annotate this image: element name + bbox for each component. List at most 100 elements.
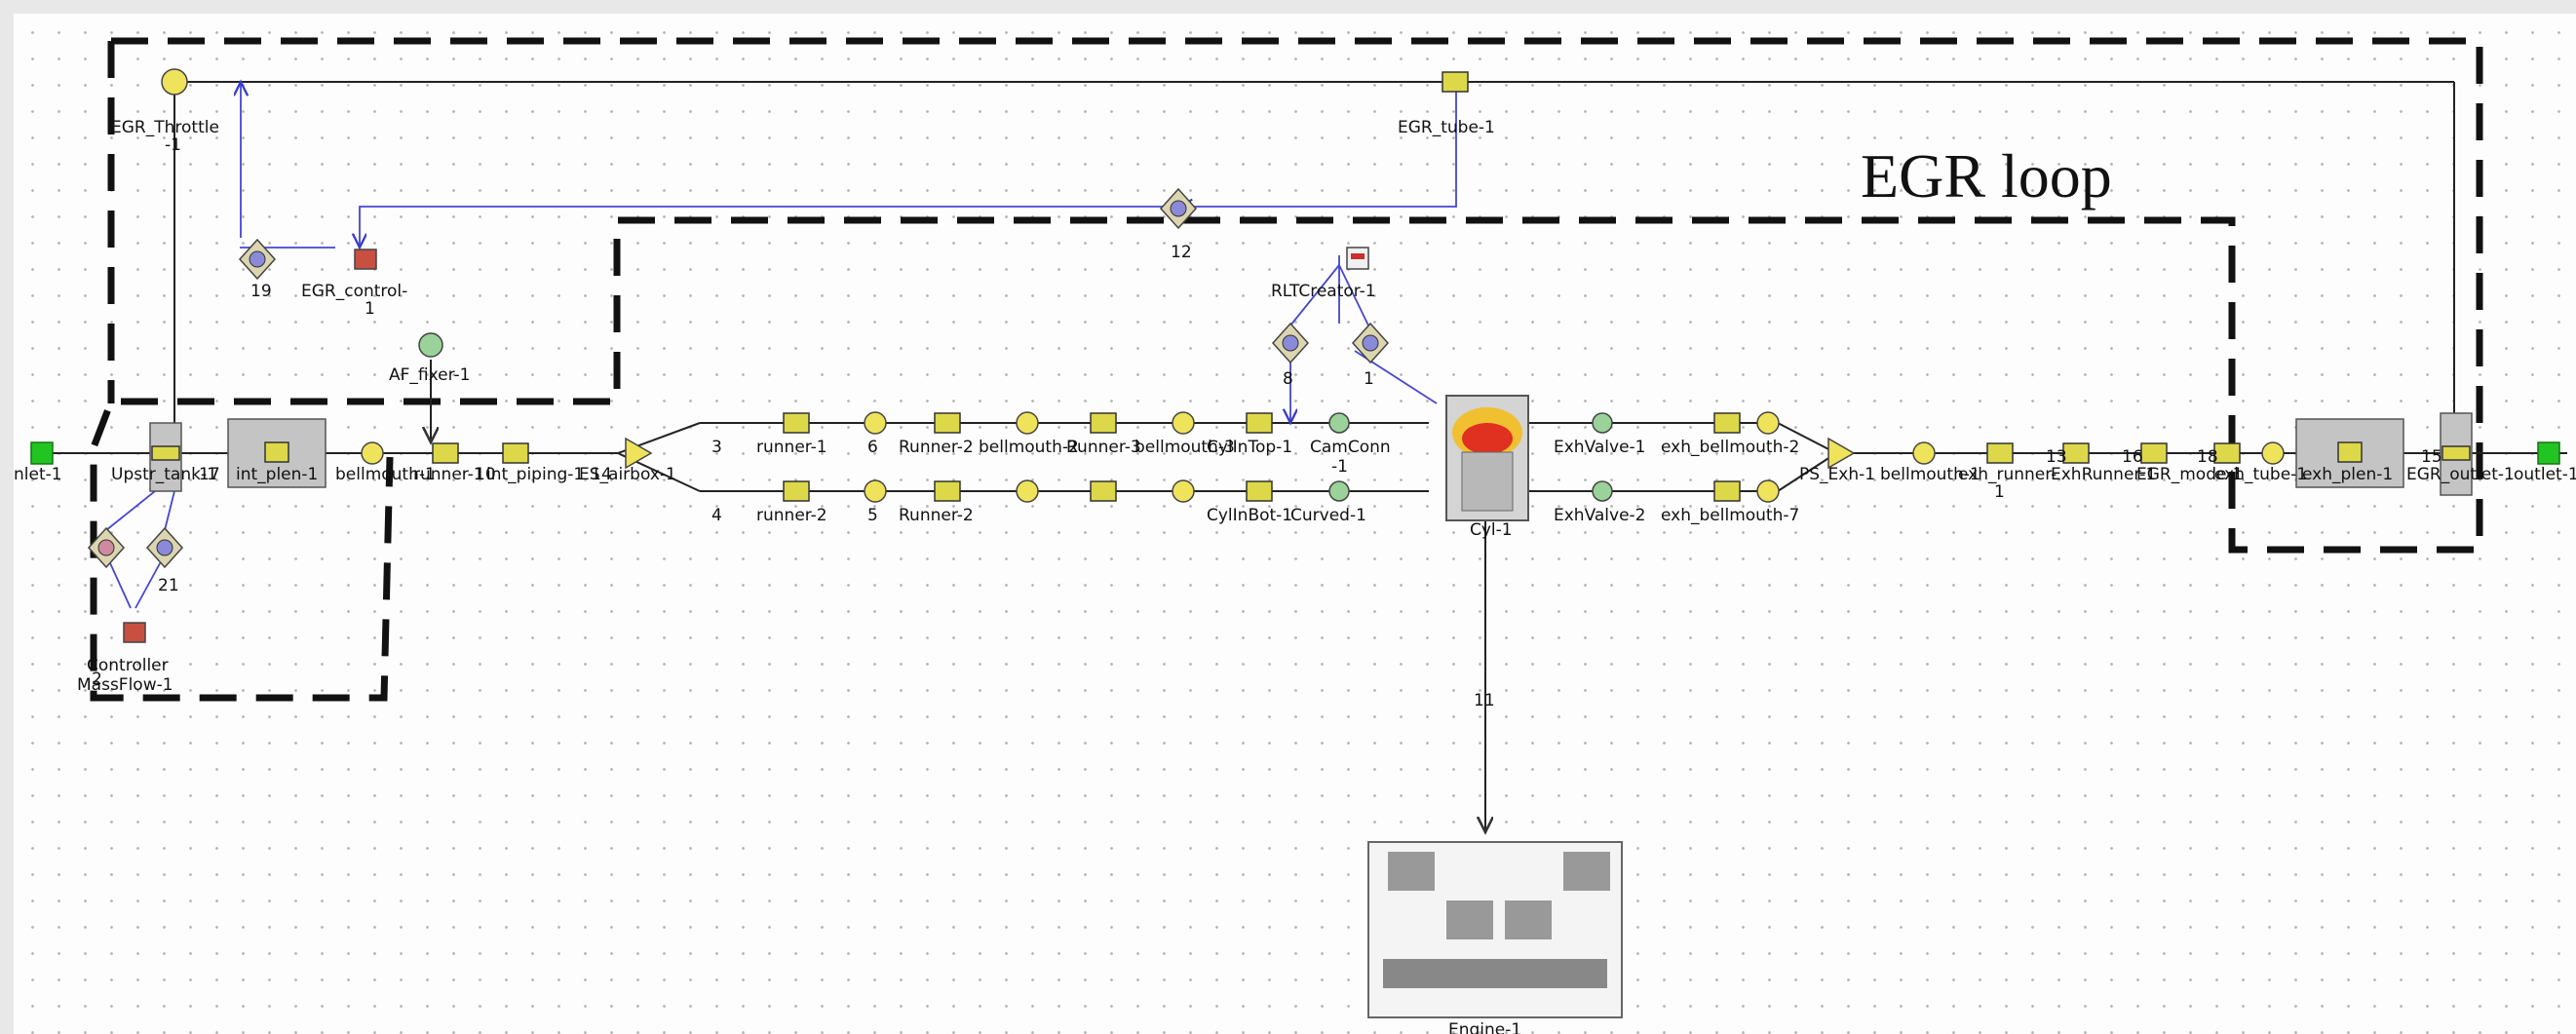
label-massflow: MassFlow-1 xyxy=(77,675,173,695)
label-exh-runner-b: ExhRunner-1 xyxy=(2051,465,2156,484)
valve-icon[interactable] xyxy=(1328,480,1350,502)
label-bellmouth-in: bellmouth-1 xyxy=(335,465,436,484)
node-11: 11 xyxy=(1474,691,1495,710)
label-cyl: Cyl-1 xyxy=(1470,520,1513,540)
pipe-icon[interactable] xyxy=(934,480,961,502)
egr-tube-icon[interactable] xyxy=(1442,71,1469,93)
af-fixer-icon[interactable] xyxy=(418,332,443,358)
label-bellmouth-a: bellmouth-2 xyxy=(979,438,1079,457)
label-upstr-tank: Upstr_tank-1 xyxy=(111,465,217,484)
label-egr-throttle-2: -1 xyxy=(165,135,181,155)
valve-icon[interactable] xyxy=(1592,412,1613,434)
signal-links xyxy=(105,82,1457,609)
node-15: 15 xyxy=(2421,447,2442,467)
orifice-junction-icon[interactable] xyxy=(1912,441,1936,465)
pipe-icon[interactable] xyxy=(783,480,810,502)
label-cam-conn-2: -1 xyxy=(1331,457,1348,477)
orifice-junction-icon[interactable] xyxy=(1016,411,1039,435)
label-exh-valve1: ExhValve-1 xyxy=(1554,438,1646,457)
pipe-icon[interactable] xyxy=(783,412,810,434)
pipe-icon[interactable] xyxy=(1090,480,1117,502)
diagram-canvas: EGR loop xyxy=(14,14,2576,1034)
controller-massflow-icon[interactable] xyxy=(123,622,146,643)
label-egr-tube: EGR_tube-1 xyxy=(1398,118,1495,137)
node-17: 17 xyxy=(199,465,220,484)
label-cyl-in-top: CylInTop-1 xyxy=(1207,438,1292,457)
label-exh-tube: exh_tube-1 xyxy=(2214,465,2307,484)
valve-icon[interactable] xyxy=(1592,480,1613,502)
label-controller: Controller xyxy=(87,656,169,675)
label-inlet: nlet-1 xyxy=(14,465,62,484)
ps-exh-icon[interactable] xyxy=(1827,437,1856,470)
labels: nlet-1 Upstr_tank-1 int_plen-1 bellmouth… xyxy=(14,118,2576,1034)
junction-icons xyxy=(161,68,2285,503)
node-18: 18 xyxy=(2197,447,2218,467)
label-engine: Engine-1 xyxy=(1448,1020,1521,1034)
connections xyxy=(33,81,2567,832)
pipe-icons xyxy=(432,71,2241,502)
pipe-icon[interactable] xyxy=(502,442,529,464)
label-es-airbox: ES_airbox-1 xyxy=(579,465,676,484)
node-12: 12 xyxy=(1171,243,1192,262)
cylinder-icon[interactable] xyxy=(1445,395,1529,521)
valve-icons xyxy=(418,332,1613,502)
orifice-junction-icon[interactable] xyxy=(864,411,887,435)
pipe-icon[interactable] xyxy=(1246,480,1273,502)
pipe-icon[interactable] xyxy=(1713,412,1741,434)
label-runner-bell1: Runner-2 xyxy=(899,438,974,457)
label-exh-bell2: exh_bellmouth-7 xyxy=(1661,506,1799,525)
label-bellmouth-b: bellmouth-3 xyxy=(1134,438,1235,457)
pipe-icon[interactable] xyxy=(2062,442,2090,464)
orifice-junction-icon[interactable] xyxy=(1756,411,1780,435)
label-outlet: outlet-1 xyxy=(2514,465,2576,484)
node-19: 19 xyxy=(250,282,272,301)
pipe-icon[interactable] xyxy=(1713,480,1741,502)
pipe-icon[interactable] xyxy=(2213,442,2241,464)
label-cam-conn: CamConn xyxy=(1310,438,1391,457)
node-10: 10 xyxy=(475,465,496,484)
label-runner-c: Runner-3 xyxy=(1066,438,1141,457)
orifice-junction-icon[interactable] xyxy=(2261,441,2285,465)
pipe-icon[interactable] xyxy=(934,412,961,434)
label-rlt-creator: RLTCreator-1 xyxy=(1271,282,1376,301)
node-numbers: 2 21 19 12 8 1 3 4 6 5 17 10 14 11 13 16… xyxy=(92,243,2442,710)
node-3: 3 xyxy=(711,438,722,457)
node-2: 2 xyxy=(92,670,102,689)
es-airbox-icon[interactable] xyxy=(625,437,653,470)
label-cyl-in-bot: CylInBot-1 xyxy=(1207,506,1292,525)
label-runner-in: runner-1 xyxy=(413,465,484,484)
label-egr-out: EGR_outlet-1 xyxy=(2406,465,2515,484)
orifice-junction-icon[interactable] xyxy=(361,441,384,465)
inlet-boundary-icon[interactable] xyxy=(30,441,54,465)
node-8: 8 xyxy=(1283,369,1293,389)
orifice-junction-icon[interactable] xyxy=(864,479,887,503)
egr-control-icon[interactable] xyxy=(354,249,377,270)
label-curved: Curved-1 xyxy=(1290,506,1366,525)
orifice-junction-icon[interactable] xyxy=(1756,479,1780,503)
node-5: 5 xyxy=(867,506,878,525)
pipe-icon[interactable] xyxy=(1246,412,1273,434)
orifice-junction-icon[interactable] xyxy=(1172,479,1195,503)
egr-loop-annotation: EGR loop xyxy=(1861,141,2112,211)
valve-icon[interactable] xyxy=(1328,412,1350,434)
sensor-icons xyxy=(87,187,1390,569)
orifice-junction-icon[interactable] xyxy=(1016,479,1039,503)
pipe-icon[interactable] xyxy=(1090,412,1117,434)
pipe-icon[interactable] xyxy=(2140,442,2168,464)
pipe-icon[interactable] xyxy=(432,442,459,464)
node-6: 6 xyxy=(867,438,878,457)
label-egr-throttle: EGR_Throttle xyxy=(111,118,219,137)
label-ps-exh: PS_Exh-1 xyxy=(1799,465,1875,484)
outlet-boundary-icon[interactable] xyxy=(2537,441,2560,465)
egr-throttle-icon[interactable] xyxy=(161,68,188,96)
orifice-junction-icon[interactable] xyxy=(1172,411,1195,435)
label-runner-bell2: Runner-2 xyxy=(899,506,974,525)
label-exh-bell1: exh_bellmouth-2 xyxy=(1661,438,1799,457)
engine-crank-icon[interactable] xyxy=(1367,841,1623,1018)
node-16: 16 xyxy=(2122,447,2143,467)
pipe-icon[interactable] xyxy=(1986,442,2014,464)
label-egr-control-2: 1 xyxy=(365,299,375,319)
node-21: 21 xyxy=(158,576,179,595)
label-exh-bellmouth: bellmouth-1 xyxy=(1880,465,1980,484)
model-diagram: EGR loop xyxy=(14,37,2576,1034)
